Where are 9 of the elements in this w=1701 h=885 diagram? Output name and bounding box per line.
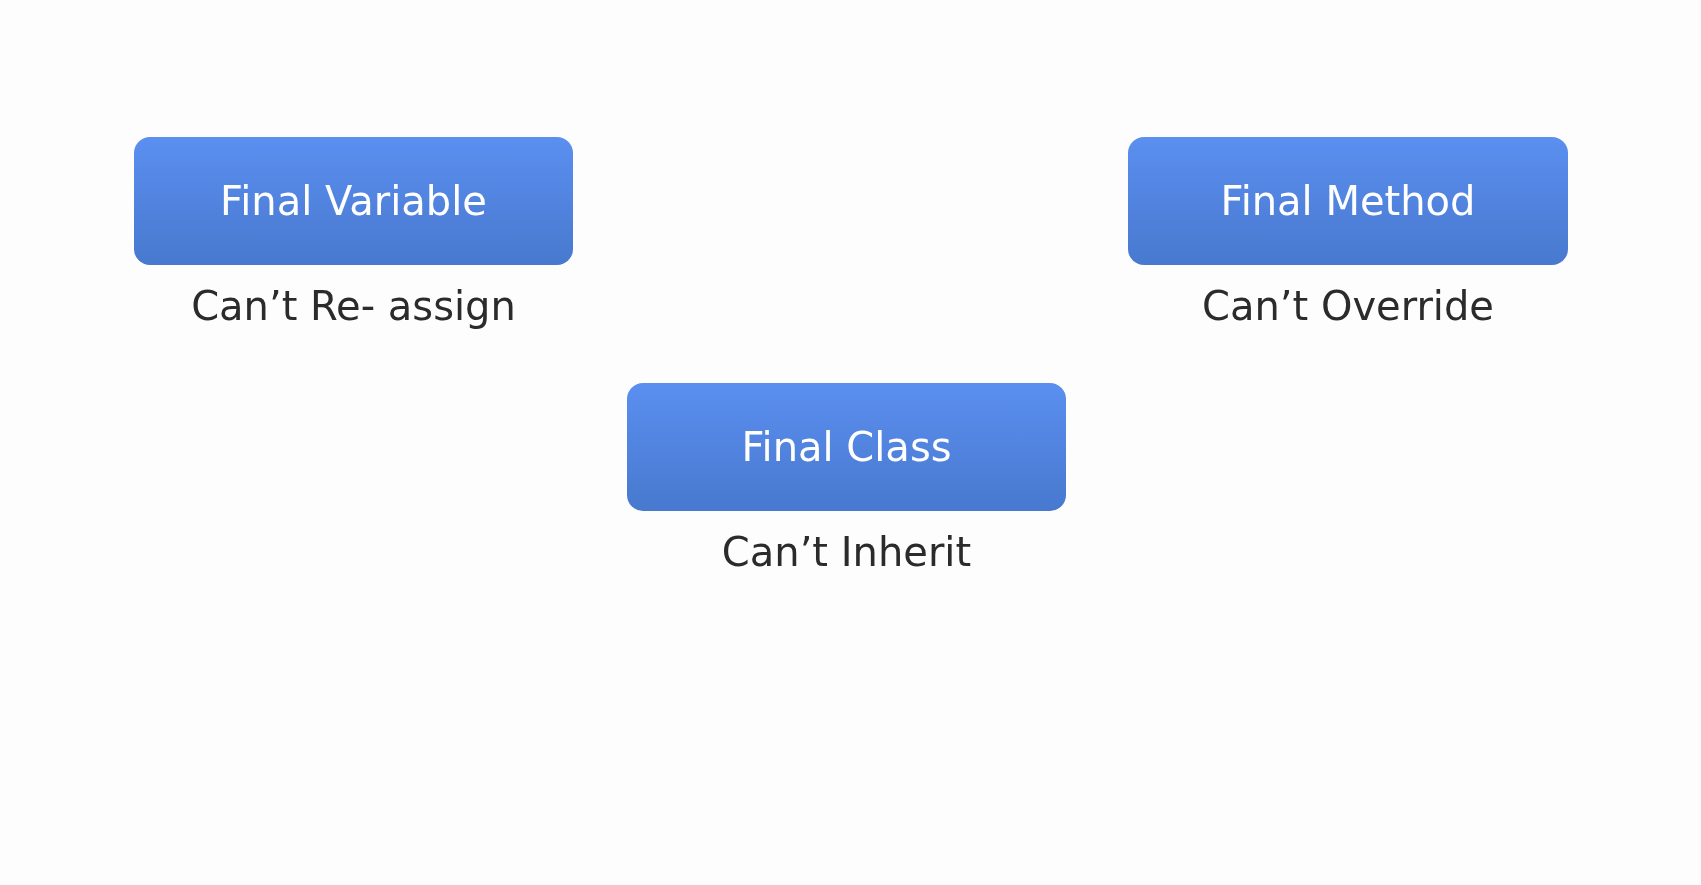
box-label: Final Variable — [220, 178, 487, 224]
process-box — [134, 137, 573, 265]
caption-text: Can’t Override — [1201, 283, 1495, 329]
caption-text: Can’t Inherit — [720, 529, 973, 575]
box-label: Final Class — [741, 424, 952, 470]
caption-text: Can’t Re- assign — [190, 283, 517, 329]
box-label: Final Method — [1220, 178, 1476, 224]
process-box — [627, 383, 1066, 511]
process-box — [1128, 137, 1568, 265]
